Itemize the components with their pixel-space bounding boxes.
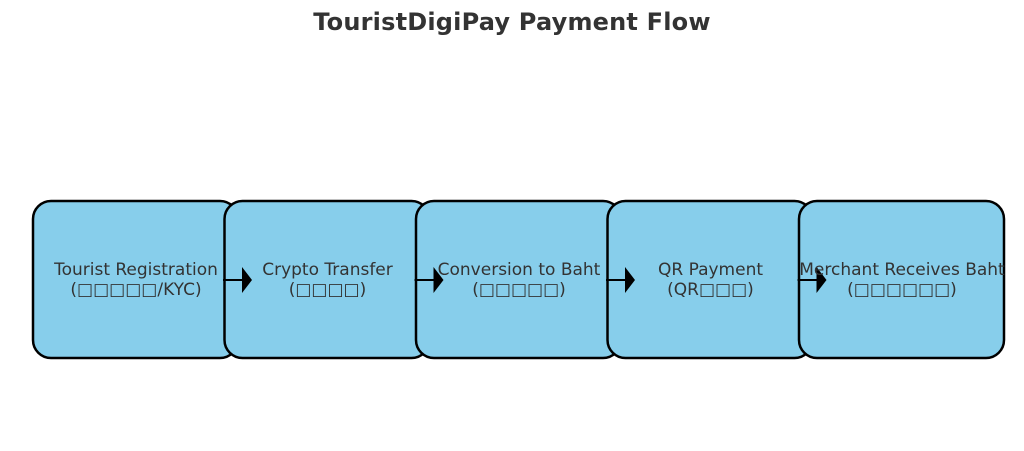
arrowhead-icon bbox=[433, 267, 444, 293]
diagram-title: TouristDigiPay Payment Flow bbox=[313, 8, 711, 36]
arrowhead-icon bbox=[625, 267, 635, 293]
step-3-title: Conversion to Baht bbox=[438, 260, 601, 280]
flow-arrow-4 bbox=[797, 267, 827, 293]
step-2-subtitle: (□□□□) bbox=[289, 280, 367, 300]
step-2-title: Crypto Transfer bbox=[262, 260, 393, 280]
arrowhead-icon bbox=[242, 267, 252, 293]
flow-arrow-1 bbox=[223, 267, 252, 293]
step-5-subtitle: (□□□□□□) bbox=[847, 280, 957, 300]
step-3-subtitle: (□□□□□) bbox=[472, 280, 566, 300]
step-1-subtitle: (□□□□□/KYC) bbox=[70, 280, 201, 300]
step-4-title: QR Payment bbox=[658, 260, 763, 280]
step-4-subtitle: (QR□□□) bbox=[667, 280, 754, 300]
step-1-title: Tourist Registration bbox=[53, 260, 218, 280]
flow-arrow-3 bbox=[606, 267, 635, 293]
arrowhead-icon bbox=[816, 267, 827, 293]
flow-arrow-2 bbox=[414, 267, 444, 293]
step-5-title: Merchant Receives Baht bbox=[799, 260, 1005, 280]
